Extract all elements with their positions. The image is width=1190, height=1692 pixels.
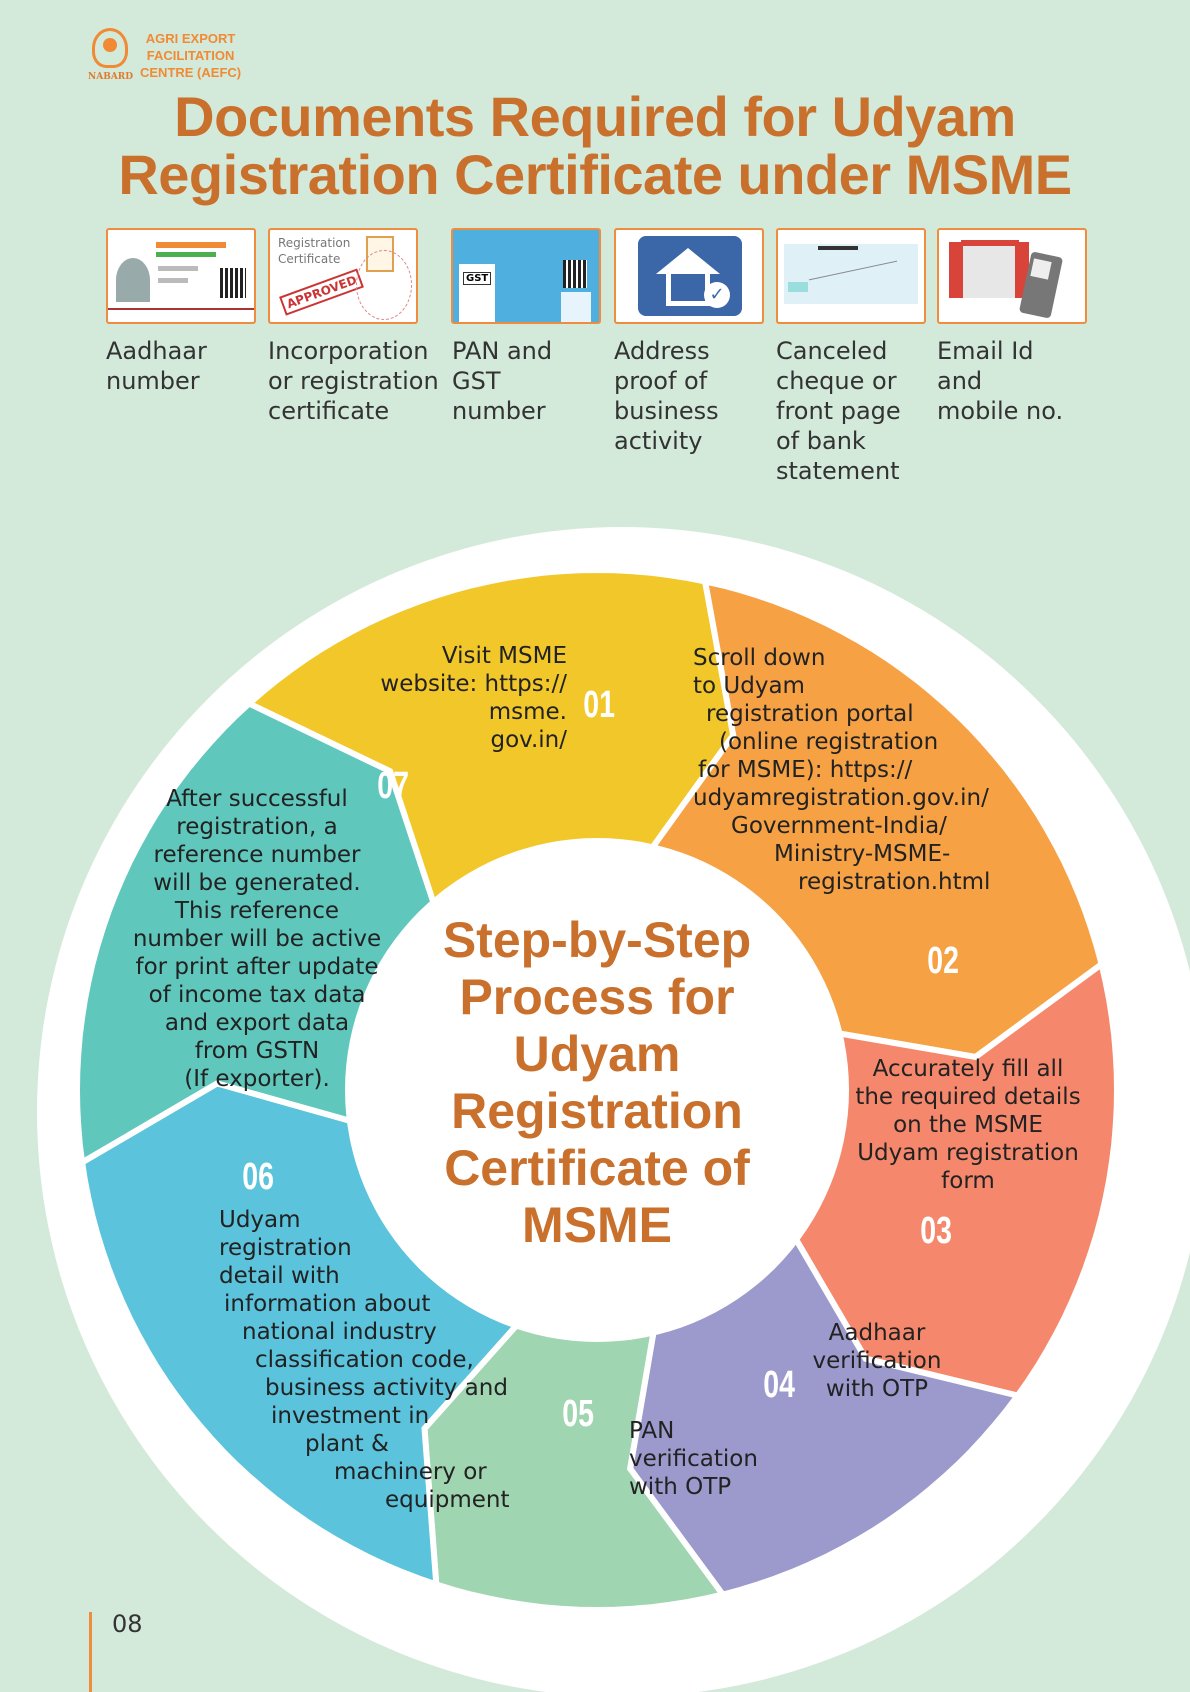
page-title: Documents Required for Udyam Registratio… xyxy=(0,88,1190,204)
house-check-icon: ✓ xyxy=(614,228,764,324)
aadhaar-card-icon xyxy=(106,228,256,324)
registration-certificate-icon: Registration Certificate APPROVED xyxy=(268,228,418,324)
step-03-number: 03 xyxy=(920,1210,952,1252)
pan-gst-icon: GST xyxy=(451,228,601,324)
nabard-emblem-icon xyxy=(92,28,128,68)
card-text: Registration xyxy=(278,236,351,250)
nabard-label: NABARD xyxy=(88,72,134,82)
step-04-number: 04 xyxy=(763,1364,795,1406)
step-02-number: 02 xyxy=(927,940,959,982)
aefc-logo: NABARD AGRI EXPORT FACILITATION CENTRE (… xyxy=(88,28,268,84)
step-01-number: 01 xyxy=(583,684,615,726)
card-text: GST xyxy=(463,272,492,285)
org-name: AGRI EXPORT FACILITATION CENTRE (AEFC) xyxy=(140,30,241,81)
title-line: Documents Required for Udyam xyxy=(174,85,1016,148)
page-number: 08 xyxy=(112,1610,143,1638)
org-line: CENTRE (AEFC) xyxy=(140,65,242,80)
title-line: Registration Certificate under MSME xyxy=(118,143,1072,206)
step-06-number: 06 xyxy=(242,1156,274,1198)
org-line: FACILITATION xyxy=(146,48,235,63)
step-07-number: 07 xyxy=(377,765,409,807)
cheque-icon xyxy=(776,228,926,324)
card-text: Certificate xyxy=(278,252,341,266)
org-line: AGRI EXPORT xyxy=(145,31,236,46)
step-05-number: 05 xyxy=(562,1393,594,1435)
gmail-mobile-icon xyxy=(937,228,1087,324)
inner-circle xyxy=(345,838,849,1342)
page-number-rule xyxy=(89,1612,92,1692)
